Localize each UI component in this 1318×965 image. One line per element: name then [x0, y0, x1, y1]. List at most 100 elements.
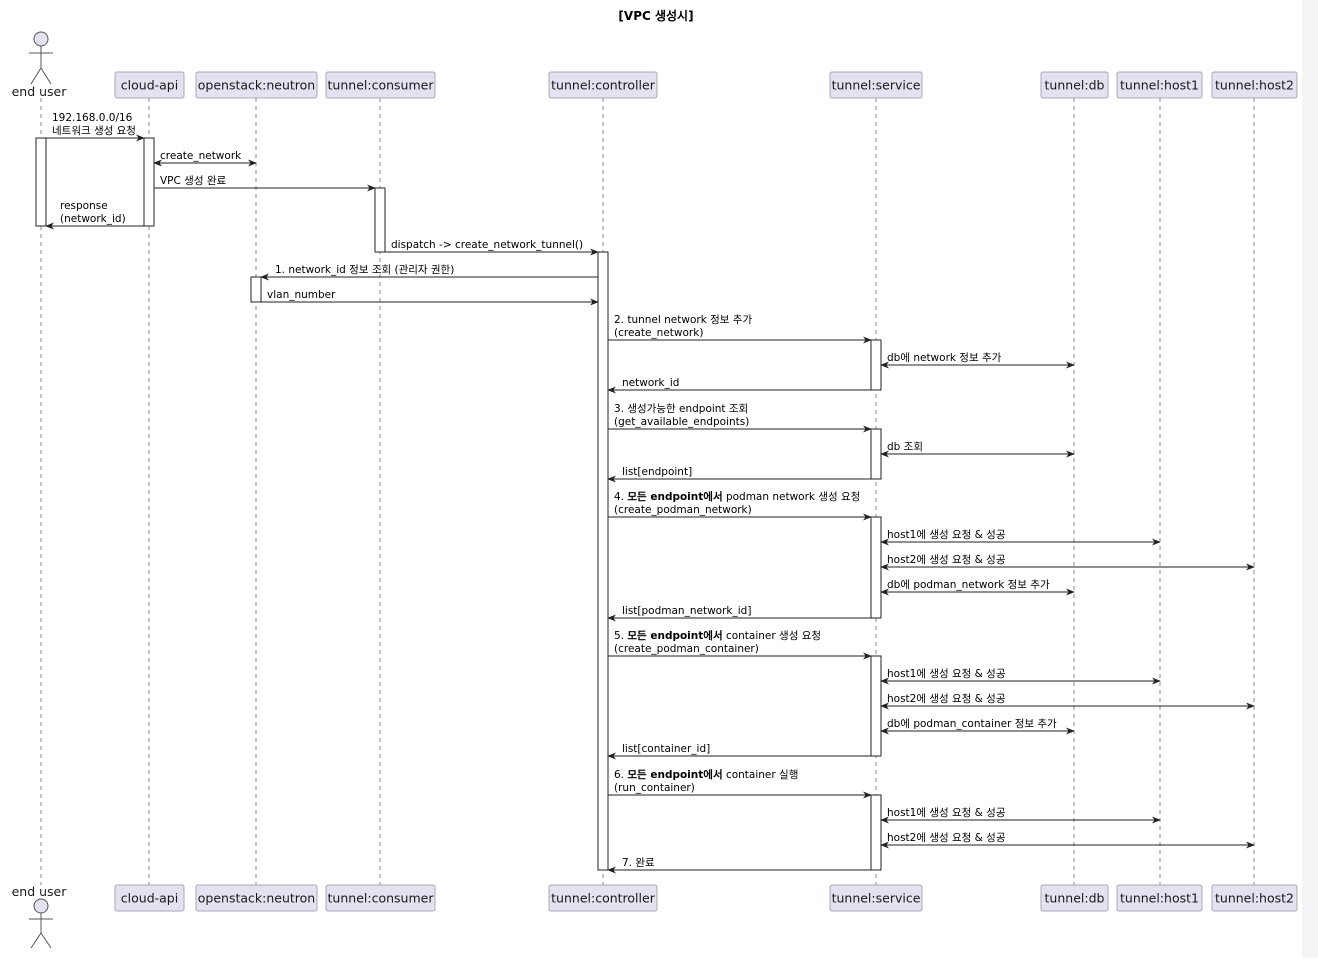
- message-label-part: db에 podman_container 정보 추가: [887, 718, 1057, 730]
- message-4: response(network_id): [45, 200, 144, 230]
- message-label-part: list[endpoint]: [622, 466, 692, 478]
- actor-icon: [29, 31, 53, 85]
- participant-box-consumer: tunnel:consumer: [325, 884, 436, 912]
- message-label-part: create_network: [160, 150, 242, 162]
- message-label: 1. network_id 정보 조회 (관리자 권한): [275, 264, 454, 276]
- message-label-part: 192.168.0.0/16: [52, 112, 133, 124]
- participant-box-host1: tunnel:host1: [1116, 884, 1203, 912]
- message-label-part: db에 network 정보 추가: [887, 352, 1002, 364]
- participant-box-api: cloud-api: [114, 71, 185, 99]
- message-label: host2에 생성 요청 & 성공: [887, 832, 1006, 844]
- message-label: db에 podman_container 정보 추가: [887, 718, 1057, 730]
- message-label: host1에 생성 요청 & 성공: [887, 668, 1006, 680]
- message-label-part: host1에 생성 요청 & 성공: [887, 529, 1006, 541]
- participant-box-api: cloud-api: [114, 884, 185, 912]
- message-label-part: (create_network): [614, 327, 703, 339]
- message-label: (get_available_endpoints): [614, 416, 749, 428]
- participant-label: cloud-api: [121, 891, 178, 906]
- message-12: db 조회: [880, 441, 1075, 458]
- scrollbar-track[interactable]: [1302, 0, 1318, 958]
- message-label-part: 모든: [627, 630, 650, 642]
- participant-label: openstack:neutron: [198, 891, 315, 906]
- message-label-part: 모든: [627, 769, 650, 781]
- message-11: 3. 생성가능한 endpoint 조회(get_available_endpo…: [608, 403, 872, 433]
- message-13: list[endpoint]: [607, 466, 871, 483]
- message-label-part: VPC 생성 완료: [160, 174, 227, 187]
- message-label-part: (run_container): [614, 782, 695, 794]
- participant-label: tunnel:host2: [1215, 78, 1294, 93]
- message-label: db에 network 정보 추가: [887, 352, 1002, 364]
- activation-bar: [597, 251, 609, 871]
- participant-label: tunnel:service: [832, 78, 921, 93]
- message-label: 2. tunnel network 정보 추가: [614, 314, 752, 326]
- message-label-part: 네트워크 생성 요청: [52, 124, 136, 137]
- message-label-part: container 생성 요청: [723, 630, 821, 642]
- participant-box-db: tunnel:db: [1040, 71, 1109, 99]
- activation-bar: [870, 428, 882, 480]
- message-label: 네트워크 생성 요청: [52, 124, 136, 137]
- message-label-part: list[container_id]: [622, 743, 710, 755]
- message-label-part: 1. network_id 정보 조회 (관리자 권한): [275, 264, 454, 276]
- message-label-part: endpoint에서: [650, 629, 722, 642]
- message-label: (create_podman_network): [614, 504, 752, 516]
- participant-box-controller: tunnel:controller: [548, 884, 658, 912]
- message-label-part: endpoint에서: [650, 768, 722, 781]
- message-label-part: (create_podman_container): [614, 643, 759, 655]
- message-3: VPC 생성 완료: [154, 174, 376, 192]
- message-10: network_id: [607, 377, 871, 394]
- participant-box-controller: tunnel:controller: [548, 71, 658, 99]
- participant-label: tunnel:db: [1045, 891, 1105, 906]
- message-label: (create_podman_container): [614, 643, 759, 655]
- message-20: host1에 생성 요청 & 성공: [880, 668, 1161, 685]
- message-label: 192.168.0.0/16: [52, 112, 133, 124]
- message-7: vlan_number: [261, 289, 599, 306]
- diagram-title: [VPC 생성시]: [618, 8, 693, 23]
- activation-bar: [250, 276, 262, 303]
- participant-box-neutron: openstack:neutron: [195, 71, 318, 99]
- message-16: host2에 생성 요청 & 성공: [880, 554, 1255, 571]
- message-23: list[container_id]: [607, 743, 871, 760]
- participant-label-bottom: end user: [12, 884, 68, 899]
- message-label: (network_id): [60, 213, 126, 225]
- activation-bar: [870, 794, 882, 871]
- message-label-part: (get_available_endpoints): [614, 416, 749, 428]
- participant-box-host2: tunnel:host2: [1211, 71, 1298, 99]
- participant-label: tunnel:consumer: [328, 78, 435, 93]
- message-label-part: network_id: [622, 377, 679, 389]
- message-label: list[container_id]: [622, 743, 710, 755]
- message-label: response: [60, 200, 108, 212]
- message-label: list[podman_network_id]: [622, 605, 751, 617]
- activation-bar: [870, 655, 882, 757]
- message-label-part: 모든: [627, 491, 650, 503]
- message-label-part: host2에 생성 요청 & 성공: [887, 693, 1006, 705]
- participant-label: openstack:neutron: [198, 78, 315, 93]
- message-label-part: container 실행: [723, 769, 799, 781]
- message-label: (run_container): [614, 782, 695, 794]
- activation-bar: [35, 137, 47, 227]
- message-19: 5. 모든 endpoint에서 container 생성 요청(create_…: [608, 629, 872, 660]
- message-27: 7. 완료: [607, 856, 871, 874]
- message-14: 4. 모든 endpoint에서 podman network 생성 요청(cr…: [608, 490, 872, 521]
- message-6: 1. network_id 정보 조회 (관리자 권한): [260, 264, 598, 281]
- message-label-part: host2에 생성 요청 & 성공: [887, 554, 1006, 566]
- participant-label-top: end user: [12, 84, 68, 99]
- participant-box-host2: tunnel:host2: [1211, 884, 1298, 912]
- participant-label: tunnel:host2: [1215, 891, 1294, 906]
- message-label-part: host2에 생성 요청 & 성공: [887, 832, 1006, 844]
- message-label-part: list[podman_network_id]: [622, 605, 751, 617]
- message-label: list[endpoint]: [622, 466, 692, 478]
- participant-label: tunnel:host1: [1120, 891, 1199, 906]
- message-label: host1에 생성 요청 & 성공: [887, 807, 1006, 819]
- message-label: vlan_number: [267, 289, 336, 301]
- message-label-part: 3. 생성가능한 endpoint 조회: [614, 403, 748, 415]
- message-label-part: db 조회: [887, 441, 923, 453]
- message-2: create_network: [153, 150, 257, 167]
- message-label: 7. 완료: [622, 856, 655, 869]
- message-label-part: dispatch -> create_network_tunnel(): [391, 239, 583, 251]
- participant-label: tunnel:controller: [551, 891, 656, 906]
- message-label-part: 6.: [614, 769, 627, 781]
- message-label-part: 2. tunnel network 정보 추가: [614, 314, 752, 326]
- message-label: host1에 생성 요청 & 성공: [887, 529, 1006, 541]
